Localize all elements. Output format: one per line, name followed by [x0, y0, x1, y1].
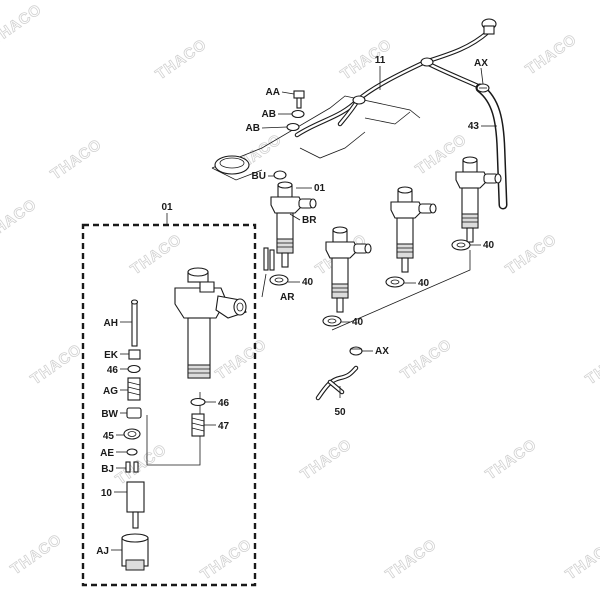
shim-washer-46-right	[190, 397, 206, 407]
spring-seat-bw	[126, 407, 142, 419]
callout-46: 46	[107, 365, 119, 376]
callout-ah: AH	[104, 318, 118, 329]
watermark-layer: THACO THACO THACO THACO THACO THACO THAC…	[0, 0, 600, 583]
watermark: THACO	[503, 231, 561, 278]
watermark: THACO	[413, 131, 471, 178]
callout-ek: EK	[104, 350, 119, 361]
callout-ab: AB	[262, 109, 276, 120]
watermark: THACO	[398, 336, 456, 383]
watermark: THACO	[128, 231, 186, 278]
leader-lines	[111, 66, 497, 551]
callout-40: 40	[483, 240, 495, 251]
copper-washer-40	[322, 315, 342, 327]
leak-off-pipe	[294, 18, 497, 138]
copper-washer-40	[269, 274, 289, 286]
hose-clip-top	[476, 83, 490, 93]
shim-washer-46	[127, 364, 141, 374]
nozzle-10	[126, 481, 145, 529]
callout-40: 40	[352, 317, 364, 328]
callout-ar: AR	[280, 292, 295, 303]
nut-bu	[273, 170, 287, 180]
callout-11: 11	[375, 55, 386, 66]
sealing-washer-ab	[286, 122, 300, 132]
callout-ax-bottom: AX	[375, 346, 389, 357]
callout-50: 50	[334, 407, 346, 418]
dowel-pin-bj	[125, 461, 131, 473]
callout-45: 45	[103, 431, 115, 442]
injector-3	[390, 186, 437, 273]
callout-10: 10	[101, 488, 113, 499]
banjo-bolt-aa	[293, 90, 305, 109]
callout-40: 40	[418, 278, 430, 289]
engine-head-outline	[211, 95, 421, 181]
watermark: THACO	[338, 36, 396, 83]
copper-washer-40	[451, 239, 471, 251]
callout-bu: BU	[252, 171, 266, 182]
guide-line	[331, 250, 471, 331]
callout-ae: AE	[100, 448, 114, 459]
adjusting-shim-ek	[128, 349, 141, 360]
injector-4	[455, 156, 502, 243]
injector-body-exploded	[174, 267, 247, 379]
washer-ae	[126, 448, 138, 456]
oil-filler-cap	[214, 155, 250, 175]
push-rod-ah	[130, 299, 139, 347]
sealing-washer-ab	[291, 109, 305, 119]
watermark: THACO	[213, 336, 271, 383]
watermark: THACO	[8, 531, 66, 578]
watermark: THACO	[383, 536, 441, 583]
watermark: THACO	[298, 436, 356, 483]
watermark: THACO	[483, 436, 541, 483]
watermark: THACO	[563, 536, 600, 583]
watermark: THACO	[0, 196, 40, 243]
callout-43: 43	[468, 121, 480, 132]
dowel-pin-bj	[133, 461, 139, 473]
watermark: THACO	[583, 341, 600, 388]
callout-br: BR	[302, 215, 317, 226]
callout-ax: AX	[474, 58, 488, 69]
nozzle-nut-aj	[121, 533, 149, 571]
pipe-banjo	[420, 57, 434, 67]
nozzle-spacer-45	[123, 428, 141, 440]
copper-washer-40	[385, 276, 405, 288]
callout-labels: 01 11 AX AA AB AB 43 BU 01 BR 40 AR 40 4…	[96, 55, 494, 557]
watermark: THACO	[48, 136, 106, 183]
callout-47: 47	[218, 421, 230, 432]
callout-ag: AG	[103, 386, 118, 397]
callout-aj: AJ	[96, 546, 109, 557]
pipe-banjo	[352, 95, 366, 105]
return-hose	[475, 83, 508, 210]
return-hose-50	[315, 365, 359, 401]
callout-01: 01	[161, 202, 173, 213]
spring-ag	[127, 377, 141, 401]
spring-47	[191, 413, 205, 437]
callout-40: 40	[302, 277, 314, 288]
stud-br	[263, 247, 275, 271]
watermark: THACO	[523, 31, 581, 78]
watermark: THACO	[198, 536, 256, 583]
watermark: THACO	[0, 1, 45, 48]
callout-aa: AA	[266, 87, 280, 98]
callout-bw: BW	[101, 409, 118, 420]
watermark: THACO	[28, 341, 86, 388]
watermark: THACO	[113, 441, 171, 488]
hose-clip-bottom	[349, 346, 363, 356]
callout-bj: BJ	[101, 464, 114, 475]
injector-assembly-box	[81, 223, 257, 587]
callout-ab: AB	[246, 123, 260, 134]
callout-01-injector: 01	[314, 183, 326, 194]
callout-46-right: 46	[218, 398, 230, 409]
watermark: THACO	[153, 36, 211, 83]
